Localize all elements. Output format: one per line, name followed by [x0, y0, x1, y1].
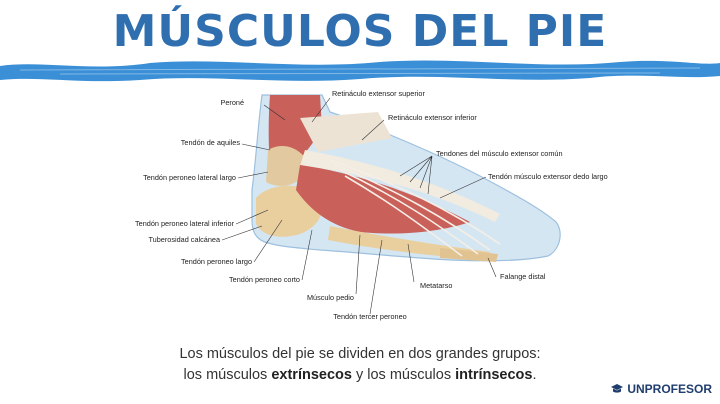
caption-text: y los músculos: [351, 367, 456, 383]
unprofesor-logo: UNPROFESOR: [610, 382, 712, 396]
caption-line-2: los músculos extrínsecos y los músculos …: [0, 367, 720, 383]
caption-bold-extrinsecos: extrínsecos: [271, 367, 352, 383]
leader-lines: [221, 97, 497, 315]
graduation-cap-icon: [611, 384, 624, 393]
toe-bones: [440, 248, 498, 262]
label-retinaculo-inferior: Retináculo extensor inferior: [388, 113, 477, 122]
caption-text: los músculos: [183, 367, 272, 383]
label-peroneo-lateral-inferior: Tendón peroneo lateral inferior: [135, 219, 235, 228]
page-title: MÚSCULOS DEL PIE: [112, 6, 608, 57]
label-tercer-peroneo: Tendón tercer peroneo: [333, 312, 406, 321]
label-tendon-aquiles: Tendón de aquiles: [181, 138, 241, 147]
label-musculo-pedio: Músculo pedio: [307, 293, 354, 302]
retinaculum-band: [300, 112, 392, 152]
label-peroneo-largo: Tendón peroneo largo: [181, 257, 252, 266]
caption-line-1: Los músculos del pie se dividen en dos g…: [179, 346, 541, 362]
label-peroneo-corto: Tendón peroneo corto: [229, 275, 300, 284]
label-perone: Peroné: [220, 98, 244, 107]
label-falange-distal: Falange distal: [500, 272, 546, 281]
label-retinaculo-superior: Retináculo extensor superior: [332, 89, 425, 98]
label-extensor-dedo-largo: Tendón músculo extensor dedo largo: [488, 172, 608, 181]
caption-bold-intrinsecos: intrínsecos: [455, 367, 533, 383]
label-tuberosidad-calcanea: Tuberosidad calcánea: [148, 235, 220, 244]
caption-text: .: [532, 367, 537, 383]
logo-text: UNPROFESOR: [627, 382, 712, 396]
label-peroneo-lateral-largo: Tendón peroneo lateral largo: [143, 173, 236, 182]
brush-stroke-texture: [19, 67, 701, 75]
brush-stroke: [0, 60, 720, 82]
extensor-tendons: [329, 159, 501, 257]
label-tendones-extensor-comun: Tendones del músculo extensor común: [436, 149, 563, 158]
label-metatarso: Metatarso: [420, 281, 452, 290]
